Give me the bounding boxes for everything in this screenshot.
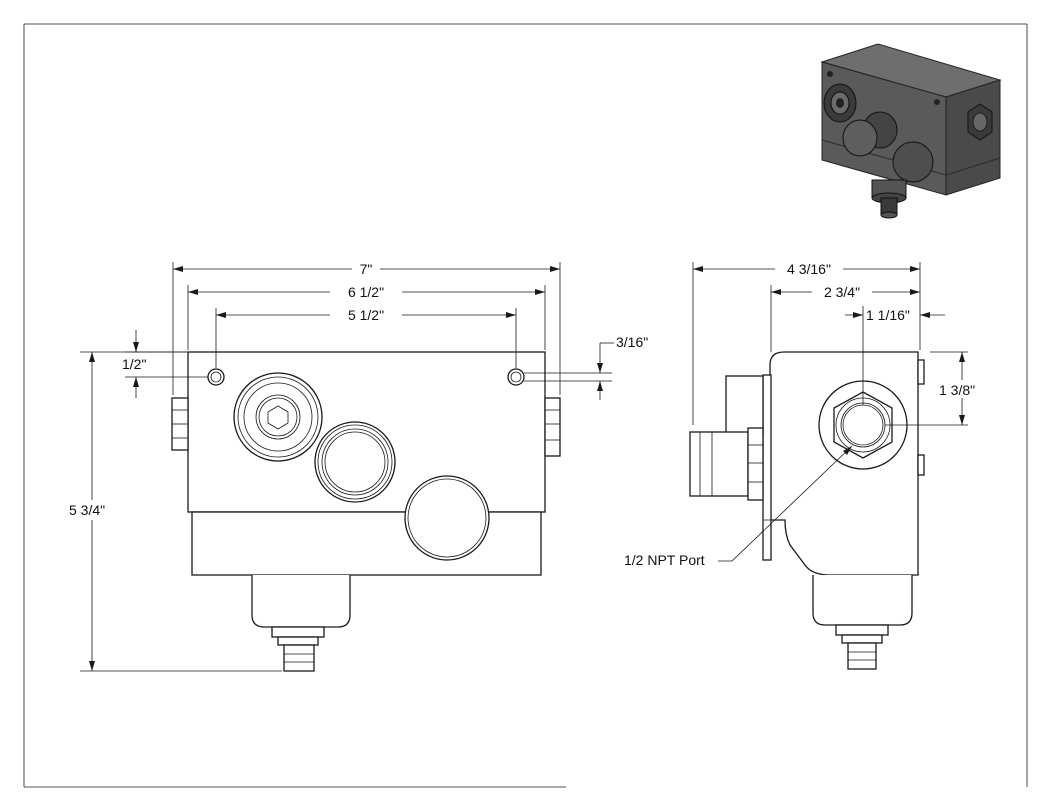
iso-right-face — [945, 79, 1001, 196]
front-hole-right — [507, 368, 525, 386]
side-bottom-fitting — [812, 575, 913, 670]
front-threaded-port — [314, 421, 396, 503]
dim-label-5-3-4in: 5 3/4" — [69, 502, 105, 518]
front-bottom-fitting — [251, 575, 351, 672]
dim-label-2-3-4in: 2 3/4" — [824, 284, 860, 300]
front-hex-port — [233, 372, 323, 462]
front-right-fitting — [544, 397, 561, 457]
iso-round-cap — [892, 141, 934, 183]
dim-label-5-1-2in: 5 1/2" — [348, 307, 384, 323]
npt-port-label: 1/2 NPT Port — [624, 552, 705, 568]
front-round-cap — [404, 475, 490, 561]
side-left-fitting — [689, 375, 764, 501]
side-mount-plate — [762, 374, 772, 561]
side-view — [689, 351, 925, 670]
dim-label-1-3-8in: 1 3/8" — [939, 382, 975, 398]
side-main-body — [769, 351, 919, 576]
iso-hole-right — [934, 99, 940, 105]
front-left-fitting — [171, 397, 189, 451]
front-upper-body — [187, 351, 546, 513]
front-view — [171, 351, 561, 672]
iso-hole-left — [827, 71, 833, 77]
dim-label-6-1-2in: 6 1/2" — [348, 284, 384, 300]
front-dimensions: 7" 6 1/2" 5 1/2" 1/2" 3/16" — [64, 259, 648, 672]
dim-label-3-16in: 3/16" — [616, 334, 648, 350]
sheet-border — [23, 23, 1028, 788]
dim-label-4-3-16in: 4 3/16" — [787, 261, 831, 277]
dim-label-1-2in: 1/2" — [122, 356, 146, 372]
dim-label-7in: 7" — [360, 261, 373, 277]
side-dimensions: 4 3/16" 2 3/4" 1 1/16" 1 3/8" 1/2 NPT Po… — [624, 259, 986, 568]
npt-port-leader — [718, 445, 853, 562]
isometric-view — [820, 43, 1002, 219]
dim-label-1-1-16in: 1 1/16" — [866, 307, 910, 323]
